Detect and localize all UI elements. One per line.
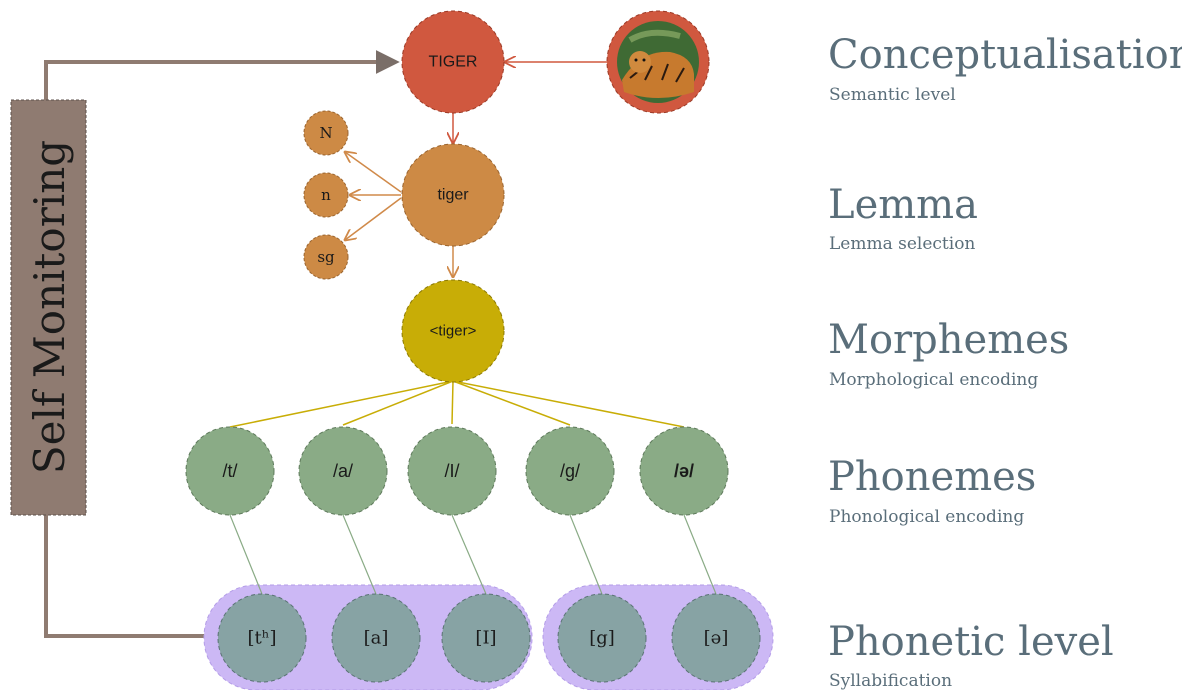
- concept-node: TIGER: [401, 10, 505, 114]
- phoneme-2-circle: [298, 426, 388, 516]
- phoneme-4-label: /g/: [560, 461, 580, 481]
- morpheme-link-1: [229, 380, 454, 428]
- phoneme-phone-link-1: [229, 514, 263, 595]
- phoneme-4-circle: [525, 426, 615, 516]
- level-4-subtitle: Phonological encoding: [829, 507, 1024, 527]
- phone-4-label: [g]: [589, 628, 615, 649]
- level-2-subtitle: Lemma selection: [829, 234, 975, 254]
- feature-n-label: n: [321, 186, 331, 204]
- level-labels: Conceptualisation Semantic level Lemma L…: [828, 32, 1182, 690]
- phone-5-circle: [671, 593, 761, 683]
- level-5-title: Phonetic level: [828, 619, 1114, 665]
- feature-sg-circle: [303, 234, 349, 280]
- phone-5-label: [ə]: [704, 628, 729, 649]
- phoneme-1-circle: [185, 426, 275, 516]
- phone-nodes: [tʰ] [a] [I] [g] [ə]: [217, 593, 761, 683]
- connectors: [229, 62, 717, 595]
- lemma-label: tiger: [437, 187, 469, 204]
- lemma-node: tiger: [401, 143, 505, 247]
- morpheme-link-5: [452, 380, 685, 428]
- phone-3-label: [I]: [475, 628, 496, 649]
- phoneme-3-circle: [407, 426, 497, 516]
- tiger-photo-icon: [617, 21, 699, 103]
- morpheme-label: <tiger>: [430, 323, 477, 340]
- level-1-title: Conceptualisation: [828, 32, 1182, 78]
- concept-label: TIGER: [429, 54, 478, 71]
- phoneme-5-circle: [639, 426, 729, 516]
- feature-N-label: N: [319, 124, 332, 142]
- level-5-subtitle: Syllabification: [829, 671, 952, 690]
- phoneme-1-label: /t/: [222, 461, 237, 481]
- phoneme-5-label: /ə/: [674, 461, 694, 481]
- tiger-image-node: [606, 10, 710, 114]
- self-monitoring-label: Self Monitoring: [25, 140, 74, 474]
- feature-N-circle: [303, 110, 349, 156]
- phoneme-phone-link-5: [683, 514, 717, 595]
- phone-2-label: [a]: [364, 628, 389, 649]
- morpheme-link-4: [452, 380, 571, 426]
- level-3-title: Morphemes: [828, 317, 1069, 363]
- level-4-title: Phonemes: [828, 454, 1036, 500]
- phoneme-phone-link-4: [569, 514, 603, 595]
- lemma-circle: [401, 143, 505, 247]
- level-1-subtitle: Semantic level: [829, 85, 956, 105]
- feature-n-circle: [303, 172, 349, 218]
- phoneme-phone-link-2: [342, 514, 377, 595]
- morpheme-node: <tiger>: [401, 279, 505, 383]
- phone-1-circle: [217, 593, 307, 683]
- lemma-to-sg-arrow: [345, 197, 402, 240]
- phone-1-label: [tʰ]: [247, 628, 276, 649]
- concept-circle: [401, 10, 505, 114]
- morpheme-circle: [401, 279, 505, 383]
- level-2-title: Lemma: [828, 182, 978, 228]
- lemma-to-N-arrow: [345, 152, 402, 193]
- level-3-subtitle: Morphological encoding: [829, 370, 1038, 390]
- phoneme-phone-link-3: [451, 514, 487, 595]
- phoneme-nodes: /t/ /a/ /I/ /g/ /ə/: [185, 426, 729, 516]
- phone-4-circle: [557, 593, 647, 683]
- morpheme-link-3: [451, 380, 454, 425]
- feature-sg-label: sg: [317, 248, 335, 266]
- phone-3-circle: [441, 593, 531, 683]
- phoneme-2-label: /a/: [333, 461, 353, 481]
- self-monitoring-loop: Self Monitoring: [10, 50, 400, 638]
- phone-2-circle: [331, 593, 421, 683]
- phoneme-3-label: /I/: [444, 461, 459, 481]
- lemma-features: N n sg: [303, 110, 349, 280]
- self-monitoring-box: [10, 99, 87, 516]
- morpheme-link-2: [342, 380, 454, 426]
